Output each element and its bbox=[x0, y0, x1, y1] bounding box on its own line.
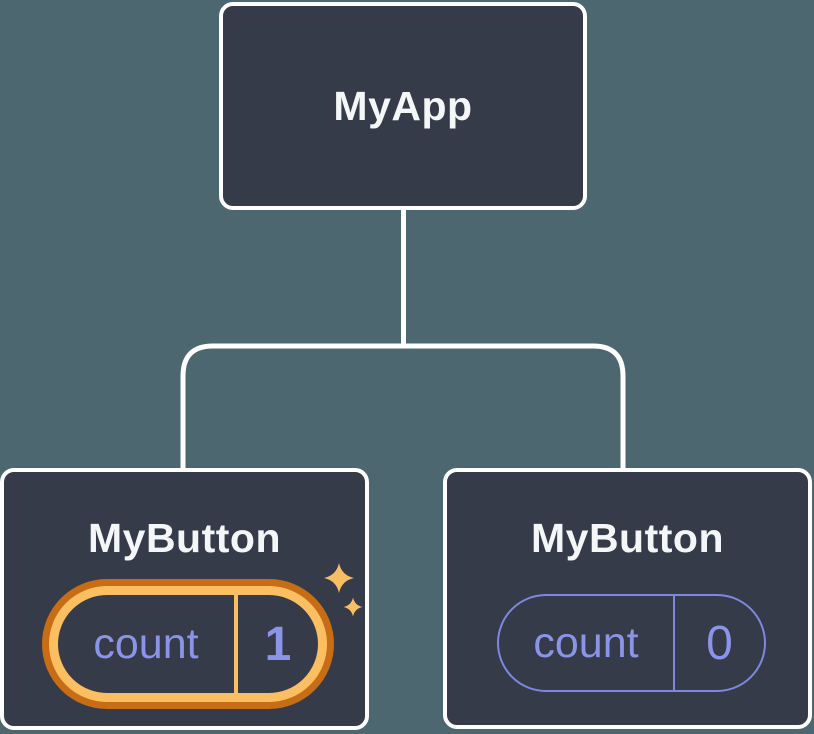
component-box-mybutton-1: MyButton count 1 bbox=[0, 468, 369, 730]
state-label: count bbox=[533, 618, 639, 667]
connector-bracket bbox=[180, 343, 626, 472]
pill-divider bbox=[673, 596, 675, 690]
component-title: MyApp bbox=[333, 82, 473, 129]
state-pill: count 0 bbox=[497, 594, 766, 692]
component-box-mybutton-2: MyButton count 0 bbox=[443, 468, 812, 729]
sparkle-small bbox=[343, 597, 363, 617]
state-value: 0 bbox=[706, 616, 733, 670]
state-label: count bbox=[93, 619, 199, 668]
component-title: MyButton bbox=[530, 515, 724, 561]
component-box-myapp: MyApp bbox=[219, 2, 587, 210]
sparkles-icon bbox=[324, 563, 363, 617]
pill-divider bbox=[234, 595, 238, 693]
component-title: MyButton bbox=[87, 515, 281, 561]
sparkle-large bbox=[324, 563, 354, 593]
state-pill-highlighted: count 1 bbox=[49, 586, 327, 702]
state-value: 1 bbox=[264, 617, 292, 671]
